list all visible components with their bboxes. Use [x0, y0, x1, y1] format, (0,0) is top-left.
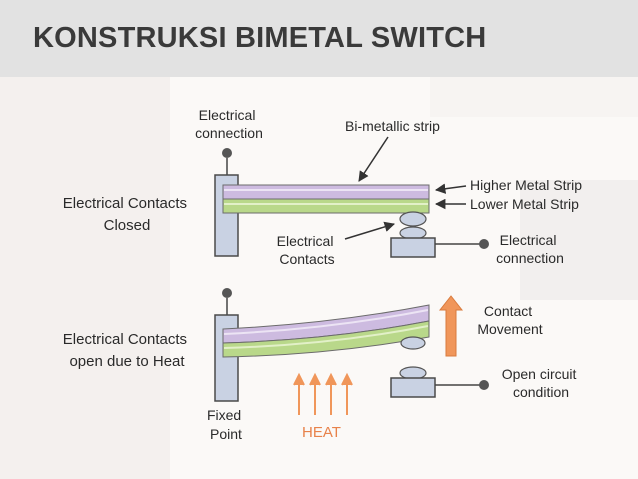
contact-movement-label: Contact Movement [477, 303, 542, 337]
closed-switch [214, 148, 489, 258]
bi-metallic-strip-pointer [358, 136, 389, 182]
upper-contact [399, 211, 427, 227]
contact-base [390, 237, 436, 258]
open-circuit-label: Open circuit condition [502, 366, 581, 400]
open-switch [214, 288, 489, 402]
right-electrical-connection-label: Electrical connection [496, 232, 564, 266]
electrical-contacts-label: Electrical Contacts [277, 233, 338, 267]
higher-metal-strip-label: Higher Metal Strip [470, 177, 582, 193]
lower-contact [399, 366, 427, 380]
terminal-dot [222, 288, 232, 298]
terminal-dot [479, 239, 489, 249]
contact-base [390, 377, 436, 398]
electrical-contacts-pointer [344, 221, 396, 240]
terminal-dot [222, 148, 232, 158]
lower-metal-strip [222, 198, 430, 214]
title-bar: KONSTRUKSI BIMETAL SWITCH [0, 0, 638, 77]
contacts-open-label: Electrical Contacts open due to Heat [63, 331, 191, 370]
contact-movement-arrow [438, 295, 464, 357]
fixed-block [214, 314, 239, 402]
upper-contact [400, 336, 426, 350]
page-title: KONSTRUKSI BIMETAL SWITCH [33, 22, 487, 54]
fixed-point-label: Fixed Point [207, 407, 245, 442]
heat-arrows [293, 372, 353, 415]
lower-contact [399, 226, 427, 240]
lower-metal-strip-bent [222, 320, 430, 358]
lower-metal-strip-label: Lower Metal Strip [470, 196, 579, 212]
higher-strip-pointer [434, 183, 467, 194]
heat-label: HEAT [302, 424, 341, 441]
top-electrical-connection-label: Electrical connection [195, 107, 263, 141]
terminal-dot [479, 380, 489, 390]
bi-metallic-strip-label: Bi-metallic strip [345, 118, 440, 134]
higher-metal-strip [222, 184, 430, 200]
contacts-closed-label: Electrical Contacts Closed [63, 195, 191, 234]
